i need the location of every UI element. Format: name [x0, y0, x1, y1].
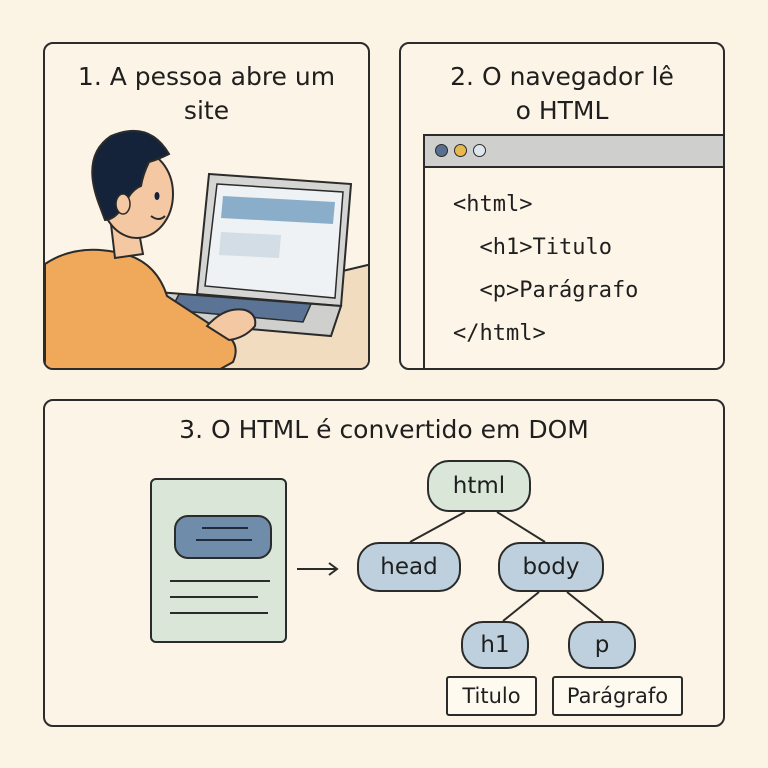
browser-dot-blue-icon	[435, 144, 448, 157]
code-line-html-close: </html>	[453, 321, 546, 346]
panel2-title: 2. O navegador lê o HTML	[401, 60, 723, 128]
dom-node-p: p	[568, 621, 636, 669]
dom-text-paragrafo: Parágrafo	[552, 676, 683, 716]
panel-html-to-dom: 3. O HTML é convertido em DOM html head …	[43, 399, 725, 727]
laptop-screen-header	[221, 196, 335, 224]
document-line	[170, 612, 268, 614]
panel1-title: 1. A pessoa abre um site	[45, 60, 368, 128]
code-line-html-open: <html>	[453, 192, 533, 217]
code-line-p: <p>Parágrafo	[453, 278, 639, 303]
code-line-h1: <h1>Titulo	[453, 235, 612, 260]
dom-text-titulo: Titulo	[446, 676, 537, 716]
html-document-icon	[150, 478, 287, 643]
panel2-title-line2: o HTML	[515, 96, 609, 125]
laptop	[143, 172, 353, 338]
browser-dot-light-icon	[473, 144, 486, 157]
browser-titlebar	[425, 136, 723, 168]
dom-node-h1: h1	[461, 621, 529, 669]
panel2-title-line1: 2. O navegador lê	[450, 62, 674, 91]
dom-node-head: head	[357, 542, 461, 592]
panel3-title: 3. O HTML é convertido em DOM	[179, 415, 589, 444]
document-header-block	[174, 515, 272, 559]
panel-open-site: 1. A pessoa abre um site	[43, 42, 370, 370]
browser-window: <html> <h1>Titulo <p>Parágrafo </html>	[423, 134, 723, 368]
person-hand	[205, 308, 257, 342]
panel1-title-line1: 1. A pessoa abre um	[77, 62, 336, 91]
browser-dot-yellow-icon	[454, 144, 467, 157]
person-shirt	[45, 248, 237, 368]
dom-tree-connectors	[297, 511, 604, 622]
document-line	[170, 580, 270, 582]
dom-node-html: html	[427, 460, 531, 512]
dom-node-body: body	[498, 542, 604, 592]
document-line	[170, 596, 258, 598]
panel1-title-line2: site	[183, 96, 230, 125]
person-with-laptop-illustration	[45, 129, 368, 368]
panel-browser-reads-html: 2. O navegador lê o HTML <html> <h1>Titu…	[399, 42, 725, 370]
